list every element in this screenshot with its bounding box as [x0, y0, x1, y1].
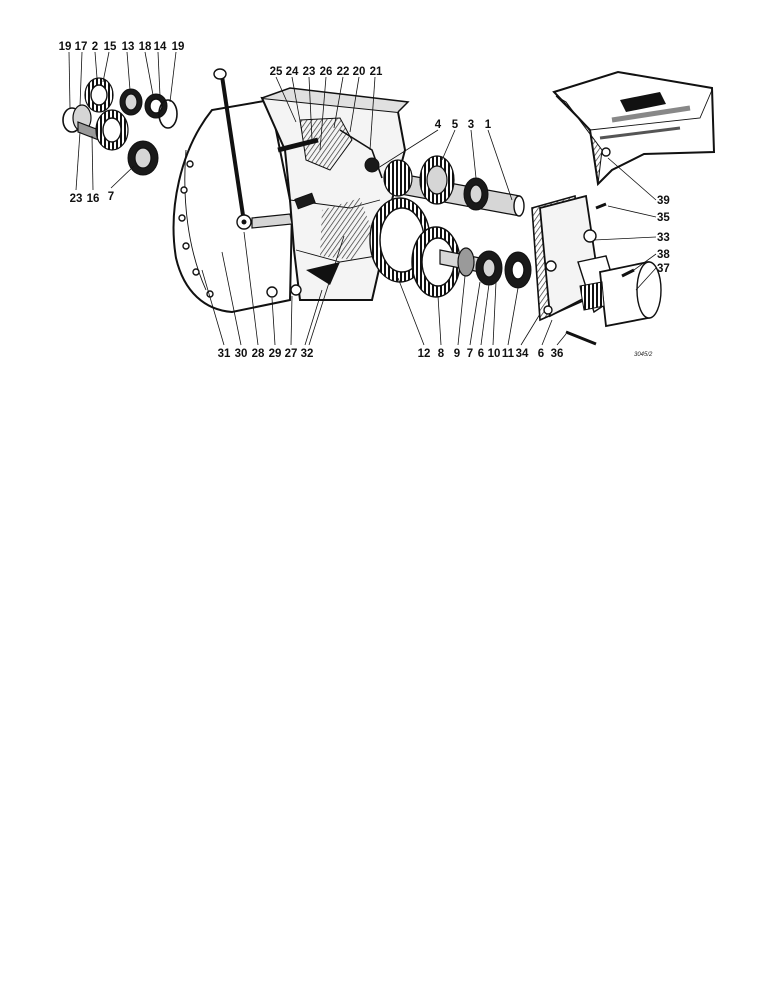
bolt-35 [595, 202, 607, 210]
label-30: 30 [235, 348, 248, 360]
label-14: 14 [154, 41, 167, 53]
label-1: 1 [485, 119, 492, 131]
label-29: 29 [269, 348, 282, 360]
label-32: 32 [301, 348, 314, 360]
label-22: 22 [337, 66, 350, 78]
label-35: 35 [657, 212, 670, 224]
label-23: 23 [70, 193, 83, 205]
label-11: 11 [502, 348, 515, 360]
label-10: 10 [488, 348, 501, 360]
leader-lines [68, 51, 657, 346]
label-27: 27 [285, 348, 298, 360]
label-26: 26 [320, 66, 333, 78]
gear-lever [213, 68, 302, 298]
labels-top-left: 19 17 2 15 13 18 14 19 [59, 41, 185, 53]
label-34: 34 [516, 348, 529, 360]
label-19b: 19 [172, 41, 185, 53]
gear-lever-knob [213, 68, 227, 80]
label-8: 8 [438, 348, 445, 360]
labels-center-upper: 4 5 3 1 [435, 119, 492, 131]
labels-bottom: 31 30 28 29 27 32 12 8 9 7 6 10 11 34 6 … [218, 348, 564, 360]
labels-left-below: 23 16 7 [70, 191, 115, 205]
gear-4 [383, 159, 413, 197]
label-21: 21 [370, 66, 383, 78]
selector-rod [277, 137, 319, 153]
labels-right: 39 35 33 38 37 [657, 195, 670, 275]
label-36: 36 [551, 348, 564, 360]
label-3: 3 [468, 119, 474, 131]
gearbox-casing [172, 87, 410, 314]
label-18: 18 [139, 41, 152, 53]
cover-shroud [552, 70, 716, 187]
label-37: 37 [657, 263, 670, 275]
collar-9 [457, 247, 475, 277]
label-12: 12 [418, 348, 431, 360]
label-4: 4 [435, 119, 442, 131]
label-5: 5 [452, 119, 459, 131]
rear-cover-assembly [531, 194, 662, 346]
bolt-38 [621, 268, 635, 278]
label-39: 39 [657, 195, 670, 207]
label-7b: 7 [467, 348, 473, 360]
mainshaft-spline [513, 195, 525, 217]
selector-mechanism [299, 117, 353, 171]
label-13: 13 [122, 41, 135, 53]
stud-36 [565, 330, 597, 346]
label-31: 31 [218, 348, 231, 360]
label-9: 9 [454, 348, 460, 360]
label-19: 19 [59, 41, 72, 53]
reference-code: 3045/2 [634, 352, 653, 358]
label-28: 28 [252, 348, 265, 360]
label-2: 2 [92, 41, 98, 53]
label-24: 24 [286, 66, 299, 78]
casing-shading [320, 198, 372, 260]
label-25: 25 [270, 66, 283, 78]
bell-housing-flange [172, 98, 294, 314]
cover-39 [552, 70, 716, 187]
label-20: 20 [353, 66, 366, 78]
label-15: 15 [104, 41, 117, 53]
gear-train [369, 155, 532, 298]
labels-top-center: 25 24 23 26 22 20 21 [270, 66, 383, 78]
label-6b: 6 [538, 348, 544, 360]
label-6a: 6 [478, 348, 484, 360]
label-38: 38 [657, 249, 670, 261]
label-23b: 23 [303, 66, 316, 78]
label-16: 16 [87, 193, 100, 205]
label-7a: 7 [108, 191, 114, 203]
small-gear-assembly [62, 77, 178, 176]
label-17: 17 [75, 41, 88, 53]
label-33: 33 [657, 232, 670, 244]
circlip-right [158, 99, 178, 129]
